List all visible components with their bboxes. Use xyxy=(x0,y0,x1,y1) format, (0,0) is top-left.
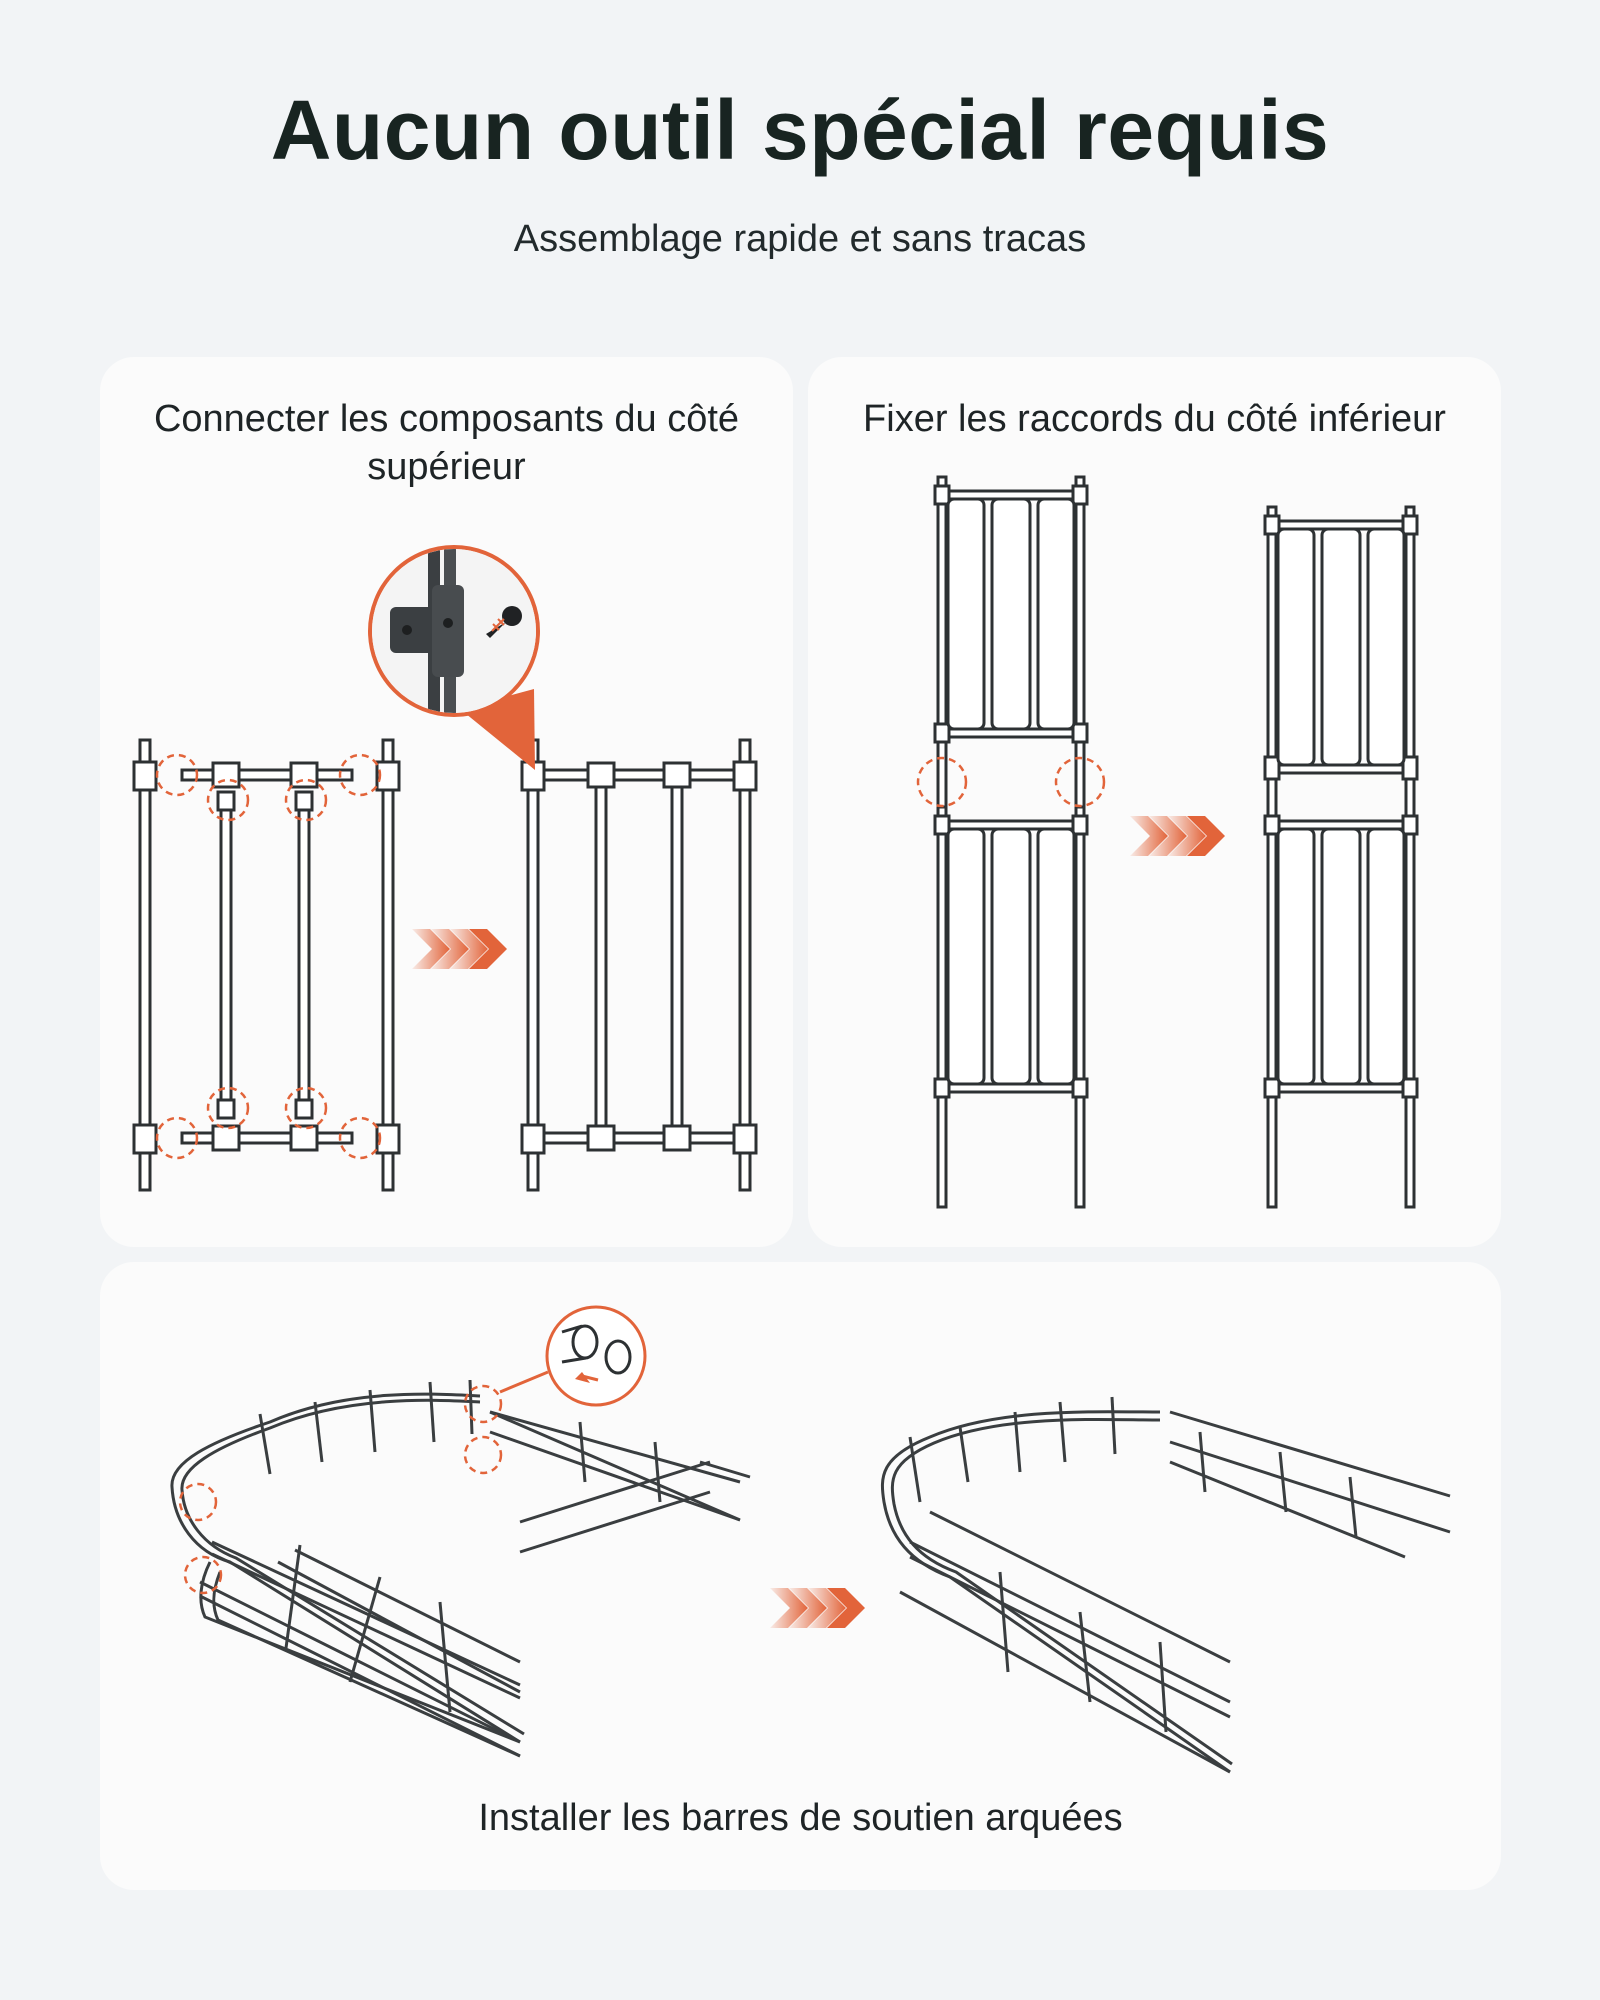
assembled-frame xyxy=(520,738,758,1192)
step-card-arched-bars: Installer les barres de soutien arquées xyxy=(100,1262,1501,1890)
joined-panels xyxy=(1263,505,1419,1209)
step-card-bottom-fittings: Fixer les raccords du côté inférieur xyxy=(808,357,1501,1247)
page-title: Aucun outil spécial requis xyxy=(270,83,1330,177)
top-assembly-diagram xyxy=(132,545,758,1192)
separate-panels xyxy=(916,475,1106,1209)
screw-icon xyxy=(486,606,522,638)
arrow-chevrons-icon xyxy=(412,929,507,969)
step-label: Installer les barres de soutien arquées xyxy=(478,1797,1123,1839)
pipe-connector-icon xyxy=(499,1305,647,1407)
arched-frame-after xyxy=(880,1396,1451,1774)
page-subtitle: Assemblage rapide et sans tracas xyxy=(513,218,1087,260)
exploded-frame xyxy=(132,738,401,1192)
arched-frame-before xyxy=(170,1379,751,1758)
step-label: Connecter les composants du côté supérie… xyxy=(153,398,740,488)
arrow-chevrons-icon xyxy=(770,1588,865,1628)
screw-detail-callout xyxy=(368,545,540,770)
bottom-fittings-diagram xyxy=(916,475,1419,1209)
step-card-top-assembly: Connecter les composants du côté supérie… xyxy=(100,357,793,1247)
arrow-chevrons-icon xyxy=(1130,816,1225,856)
arched-bars-diagram xyxy=(170,1305,1451,1774)
step-label: Fixer les raccords du côté inférieur xyxy=(863,398,1446,440)
